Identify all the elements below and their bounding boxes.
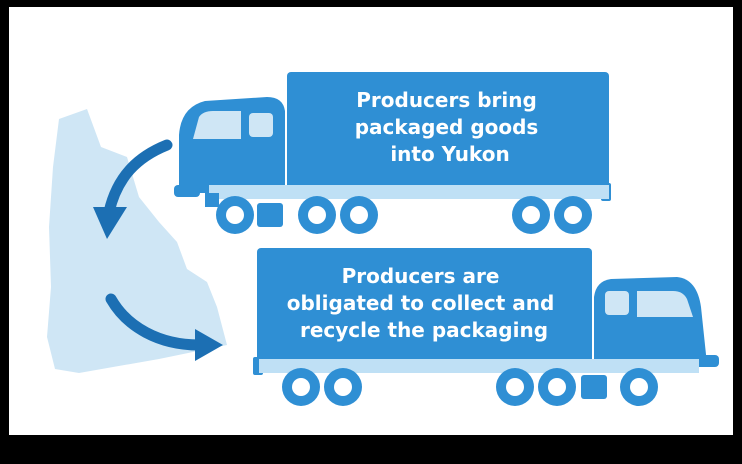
truck-top: Producers bring packaged goods into Yuko… bbox=[174, 72, 611, 234]
cab-bottom bbox=[594, 277, 707, 364]
side-window-bottom bbox=[605, 291, 629, 315]
trailer-bottom bbox=[257, 248, 592, 364]
truck-bottom-label: Producers are obligated to collect and r… bbox=[287, 264, 562, 342]
yukon-map-icon bbox=[47, 109, 227, 373]
truck-bottom-line-3: recycle the packaging bbox=[300, 318, 548, 342]
truck-bottom: Producers are obligated to collect and r… bbox=[253, 248, 719, 406]
arrow-down-icon bbox=[93, 139, 173, 239]
truck-bottom-line-1: Producers are bbox=[342, 264, 500, 288]
diagram-panel: Producers bring packaged goods into Yuko… bbox=[9, 7, 733, 435]
chassis-bottom bbox=[259, 359, 699, 373]
diagram-canvas: Producers bring packaged goods into Yuko… bbox=[47, 72, 719, 406]
truck-top-label: Producers bring packaged goods into Yuko… bbox=[355, 88, 546, 166]
windshield-top bbox=[193, 111, 241, 139]
windshield-bottom bbox=[637, 291, 693, 317]
chassis-top bbox=[209, 185, 609, 199]
arrow-right-icon bbox=[105, 293, 223, 361]
trailer-top bbox=[287, 72, 609, 193]
truck-top-line-3: into Yukon bbox=[390, 142, 509, 166]
wheels-bottom bbox=[282, 368, 658, 406]
truck-bottom-line-2: obligated to collect and bbox=[287, 291, 555, 315]
wheels-top bbox=[216, 196, 592, 234]
truck-top-line-2: packaged goods bbox=[355, 115, 539, 139]
truck-top-line-1: Producers bring bbox=[356, 88, 537, 112]
side-window-top bbox=[249, 113, 273, 137]
